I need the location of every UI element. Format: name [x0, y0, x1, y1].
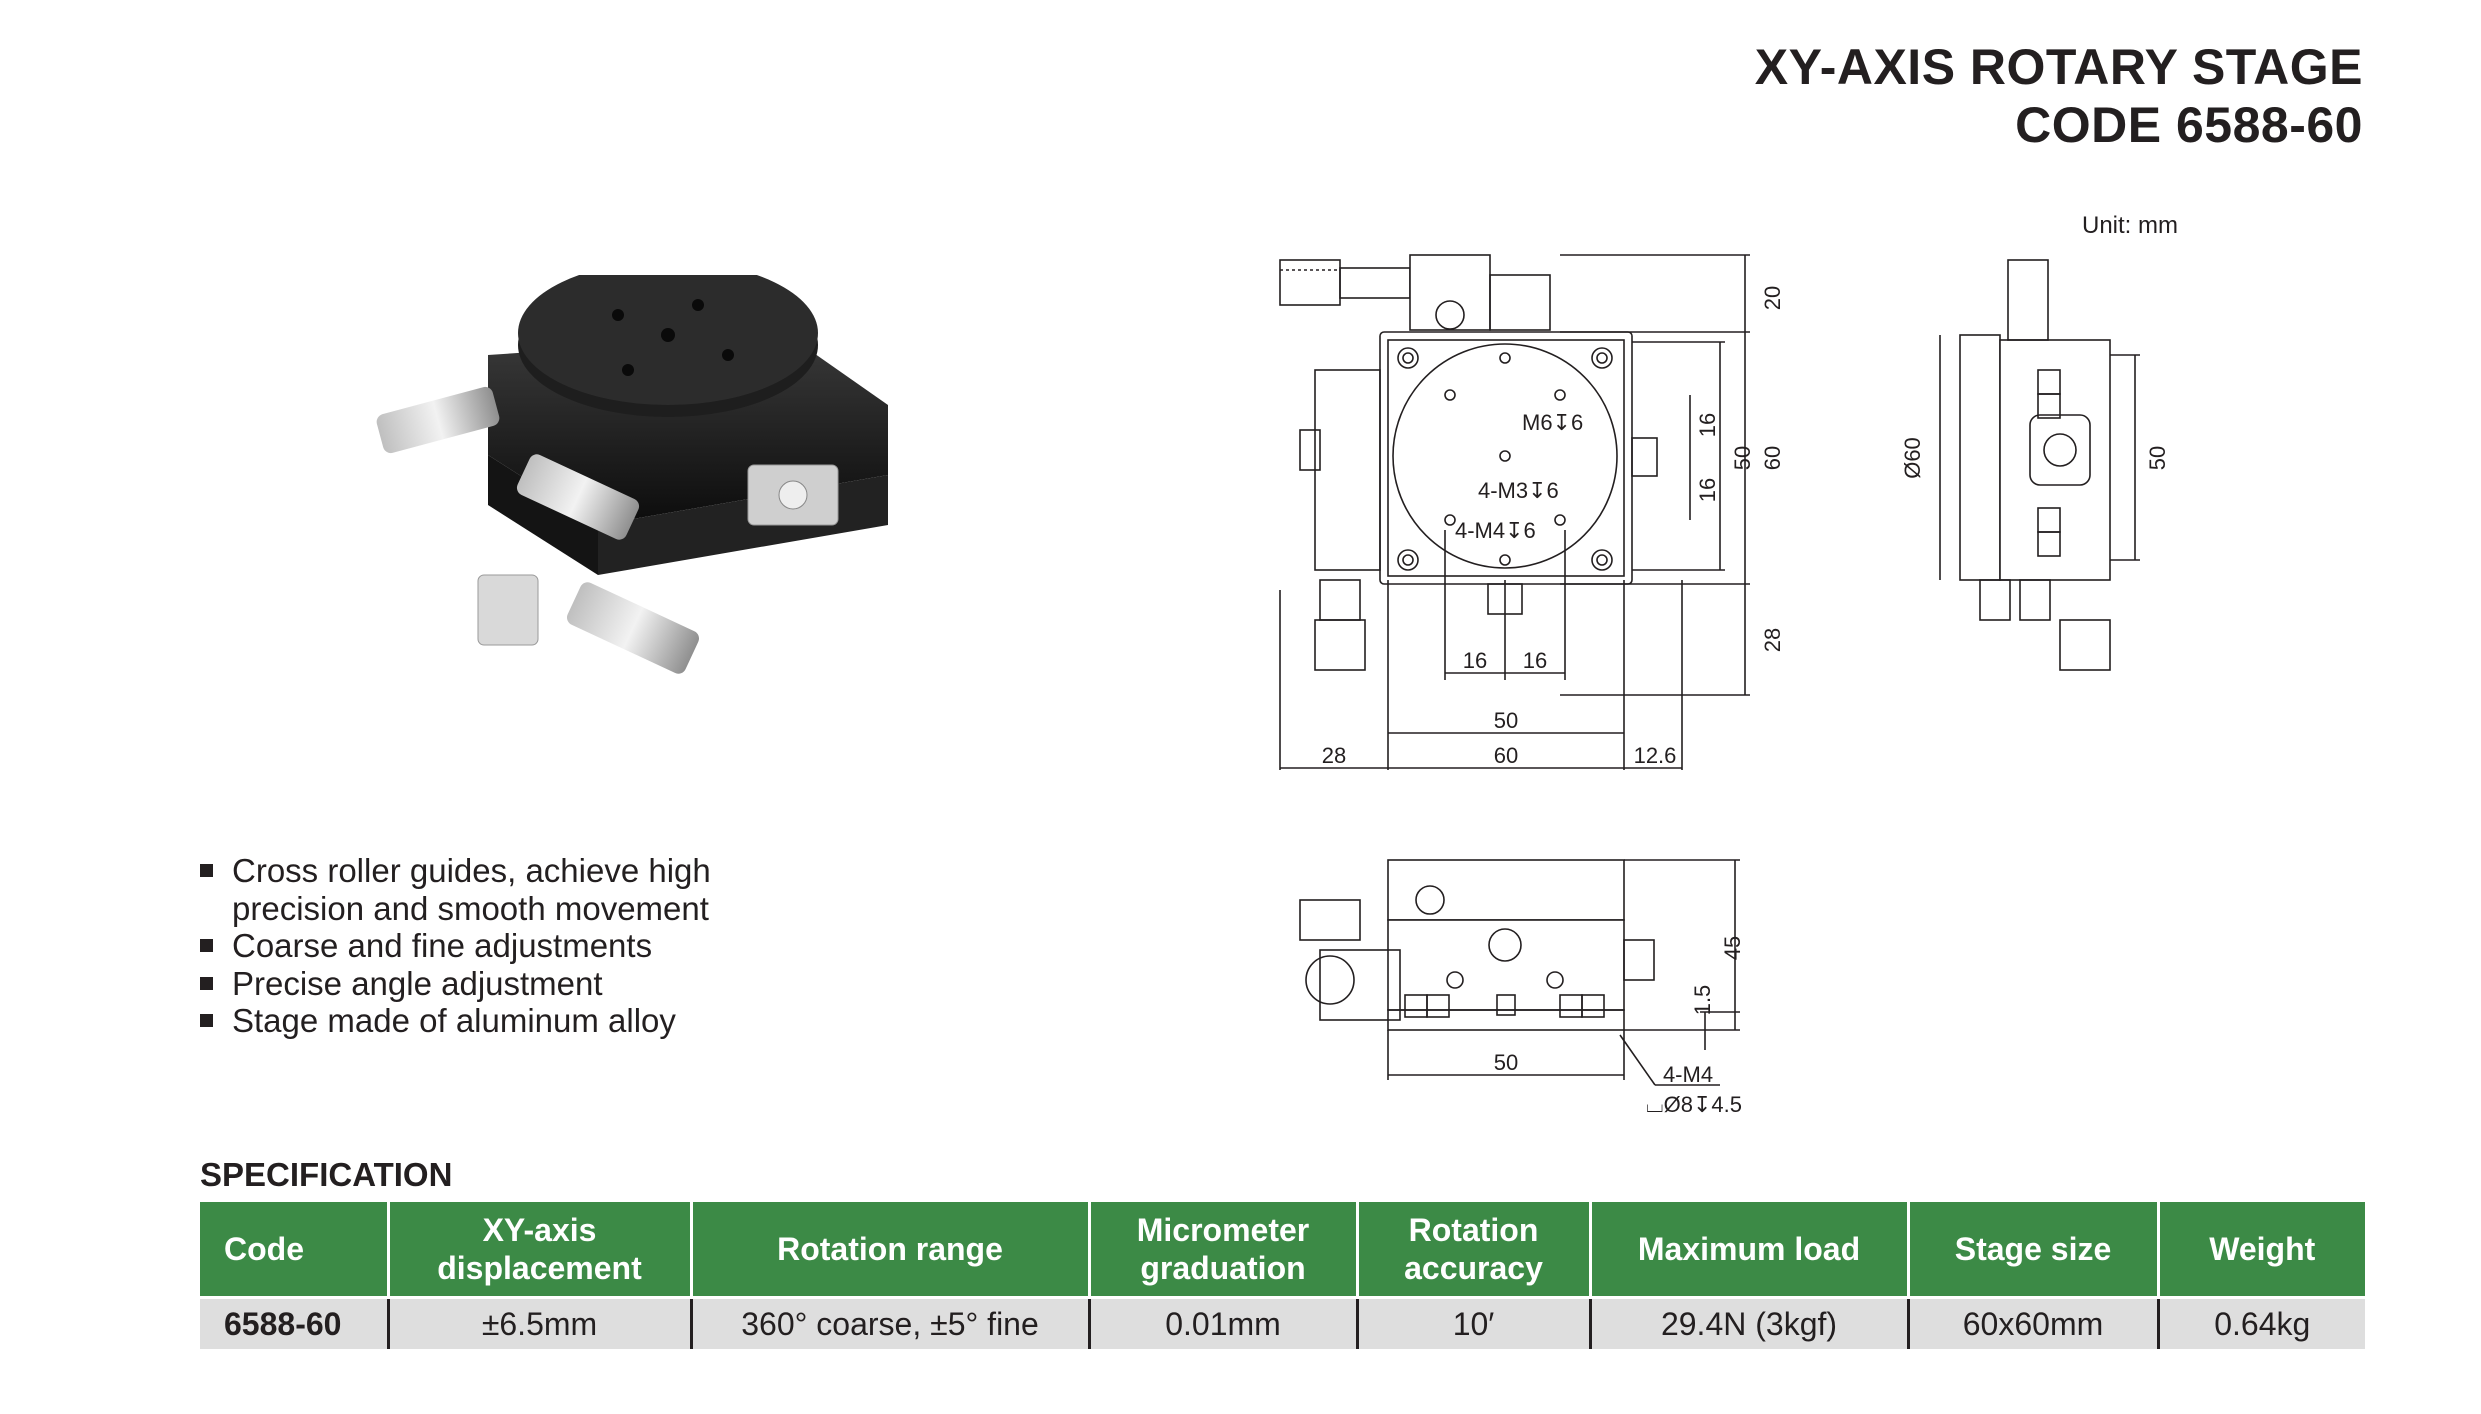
- cell-weight: 0.64kg: [2156, 1296, 2365, 1349]
- dim-16-right: 16: [1523, 648, 1547, 673]
- dim-side-50: 50: [2145, 446, 2170, 470]
- unit-label: Unit: mm: [2082, 212, 2178, 239]
- product-code-title: CODE 6588-60: [2015, 97, 2363, 153]
- dim-50-horizontal: 50: [1494, 708, 1518, 733]
- table-row: 6588-60 ±6.5mm 360° coarse, ±5° fine 0.0…: [200, 1296, 2365, 1349]
- column-header-rotation-accuracy: Rotation accuracy: [1355, 1202, 1590, 1298]
- cell-rotation-accuracy: 10′: [1355, 1296, 1590, 1349]
- feature-item: Stage made of aluminum alloy: [200, 1002, 772, 1040]
- dim-28-horizontal: 28: [1322, 743, 1346, 768]
- bullet-square-icon: [200, 976, 213, 990]
- cell-rotation-range: 360° coarse, ±5° fine: [689, 1296, 1089, 1349]
- specification-heading: SPECIFICATION: [200, 1156, 453, 1193]
- feature-item: Precise angle adjustment: [200, 965, 772, 1003]
- dim-12-6: 12.6: [1634, 743, 1677, 768]
- hole-m6-callout: M6↧6: [1522, 410, 1583, 435]
- cell-stage-size: 60x60mm: [1906, 1296, 2158, 1349]
- cell-displacement: ±6.5mm: [386, 1296, 691, 1349]
- side-view: Ø60 50: [1900, 259, 2170, 671]
- dim-16-lower: 16: [1695, 478, 1720, 502]
- title-block: XY-AXIS ROTARY STAGE CODE 6588-60: [1755, 38, 2363, 154]
- cell-max-load: 29.4N (3kgf): [1588, 1296, 1908, 1349]
- dim-50-vertical: 50: [1730, 446, 1755, 470]
- bullet-square-icon: [200, 864, 213, 877]
- note-counterbore: ⌴Ø8↧4.5: [1646, 1092, 1742, 1117]
- column-header-max-load: Maximum load: [1588, 1202, 1908, 1298]
- dim-diameter-60: Ø60: [1900, 437, 1925, 479]
- bullet-square-icon: [200, 939, 213, 952]
- dim-bottom-28: 28: [1760, 628, 1785, 652]
- dim-front-1-5: 1.5: [1690, 985, 1715, 1016]
- page-title: XY-AXIS ROTARY STAGE: [1754, 39, 2363, 95]
- column-header-stage-size: Stage size: [1906, 1202, 2158, 1298]
- top-view: 20 28 50 60 16 16 M6↧6 4-M3↧6 4-M4↧6 16 …: [1279, 254, 1785, 770]
- column-header-code: Code: [200, 1202, 388, 1298]
- specification-table: Code XY-axis displacement Rotation range…: [200, 1202, 2365, 1349]
- dim-top-20: 20: [1760, 286, 1785, 310]
- dim-60-vertical: 60: [1760, 446, 1785, 470]
- dim-front-50: 50: [1494, 1050, 1518, 1075]
- feature-item: Cross roller guides, achieve high precis…: [200, 852, 772, 927]
- bullet-square-icon: [200, 1014, 213, 1027]
- product-photo: [376, 275, 888, 674]
- front-view: 45 1.5 50 4-M4 ⌴Ø8↧4.5: [1299, 859, 1745, 1117]
- cell-code: 6588-60: [200, 1296, 388, 1349]
- cell-micrometer: 0.01mm: [1087, 1296, 1357, 1349]
- dim-front-45: 45: [1720, 936, 1745, 960]
- column-header-displacement: XY-axis displacement: [386, 1202, 691, 1298]
- note-4-m4: 4-M4: [1663, 1062, 1713, 1087]
- feature-list: Cross roller guides, achieve high precis…: [200, 852, 772, 1040]
- hole-m4-callout: 4-M4↧6: [1455, 518, 1536, 543]
- technical-drawing: 20 28 50 60 16 16 M6↧6 4-M3↧6 4-M4↧6 16 …: [1279, 254, 2170, 1117]
- table-header-row: Code XY-axis displacement Rotation range…: [200, 1202, 2365, 1298]
- dim-60-horizontal: 60: [1494, 743, 1518, 768]
- column-header-weight: Weight: [2156, 1202, 2365, 1298]
- dim-16-upper: 16: [1695, 413, 1720, 437]
- feature-item: Coarse and fine adjustments: [200, 927, 772, 965]
- dim-16-left: 16: [1463, 648, 1487, 673]
- column-header-rotation-range: Rotation range: [689, 1202, 1089, 1298]
- hole-m3-callout: 4-M3↧6: [1478, 478, 1559, 503]
- column-header-micrometer: Micrometer graduation: [1087, 1202, 1357, 1298]
